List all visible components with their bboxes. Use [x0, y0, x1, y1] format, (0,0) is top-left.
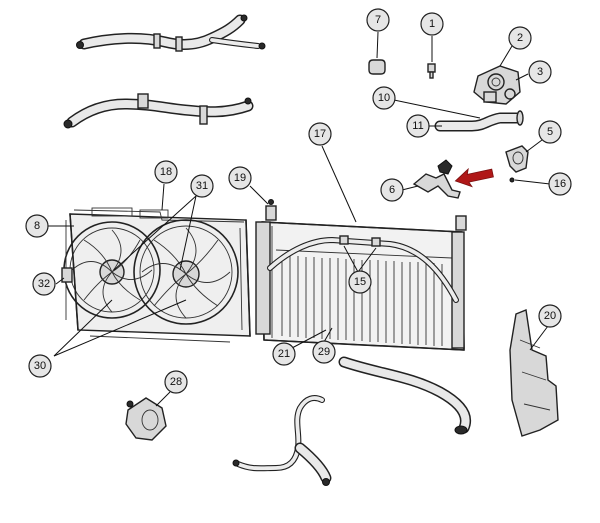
- callout-19: 19: [228, 166, 252, 190]
- callout-20: 20: [538, 304, 562, 328]
- callout-7: 7: [366, 8, 390, 32]
- callout-31: 31: [190, 174, 214, 198]
- svg-text:31: 31: [196, 180, 208, 192]
- callout-5: 5: [538, 120, 562, 144]
- part-5-outlet: [505, 145, 529, 173]
- thermostat-housing: [473, 65, 521, 105]
- callout-21: 21: [272, 342, 296, 366]
- callout-16: 16: [548, 172, 572, 196]
- svg-text:19: 19: [234, 172, 246, 184]
- callout-32: 32: [32, 272, 56, 296]
- svg-text:7: 7: [375, 14, 381, 26]
- svg-text:3: 3: [537, 66, 543, 78]
- lower-radiator-hose: [63, 93, 254, 129]
- svg-text:32: 32: [38, 278, 50, 290]
- svg-text:11: 11: [412, 120, 423, 132]
- callout-10: 10: [372, 86, 396, 110]
- part-6-bracket: [412, 159, 461, 199]
- callout-2: 2: [508, 26, 532, 50]
- svg-text:15: 15: [354, 276, 366, 288]
- callout-8: 8: [25, 214, 49, 238]
- svg-text:30: 30: [34, 360, 46, 372]
- callout-18: 18: [154, 160, 178, 184]
- part-20-side-bracket: [509, 309, 559, 437]
- callout-1: 1: [420, 12, 444, 36]
- callout-29: 29: [312, 340, 336, 364]
- fan-shroud-assembly: [61, 207, 251, 343]
- svg-text:20: 20: [544, 310, 556, 322]
- highlight-arrow: [454, 167, 494, 188]
- part-1-bolt: [427, 63, 436, 79]
- svg-text:17: 17: [314, 128, 326, 140]
- callout-28: 28: [164, 370, 188, 394]
- callout-6: 6: [380, 178, 404, 202]
- svg-text:1: 1: [429, 18, 435, 30]
- svg-text:10: 10: [378, 92, 390, 104]
- svg-text:28: 28: [170, 376, 182, 388]
- part-29-hose: [338, 356, 471, 435]
- svg-text:6: 6: [389, 184, 395, 196]
- coolant-tube: [434, 110, 524, 132]
- callout-30: 30: [28, 354, 52, 378]
- svg-text:5: 5: [547, 126, 553, 138]
- upper-radiator-hose: [76, 14, 266, 52]
- svg-text:8: 8: [34, 220, 40, 232]
- callout-11: 11: [406, 114, 430, 138]
- svg-text:18: 18: [160, 166, 172, 178]
- svg-text:16: 16: [554, 178, 566, 190]
- callout-17: 17: [308, 122, 332, 146]
- leader-lines: [48, 31, 551, 407]
- svg-text:29: 29: [318, 346, 330, 358]
- svg-text:2: 2: [517, 32, 523, 44]
- svg-text:21: 21: [278, 348, 290, 360]
- part-28-fitting: [125, 397, 167, 441]
- callout-15: 15: [348, 270, 372, 294]
- part-7-seal: [368, 59, 386, 75]
- heater-hose: [232, 395, 332, 486]
- callout-3: 3: [528, 60, 552, 84]
- part-16-bolt: [509, 177, 515, 183]
